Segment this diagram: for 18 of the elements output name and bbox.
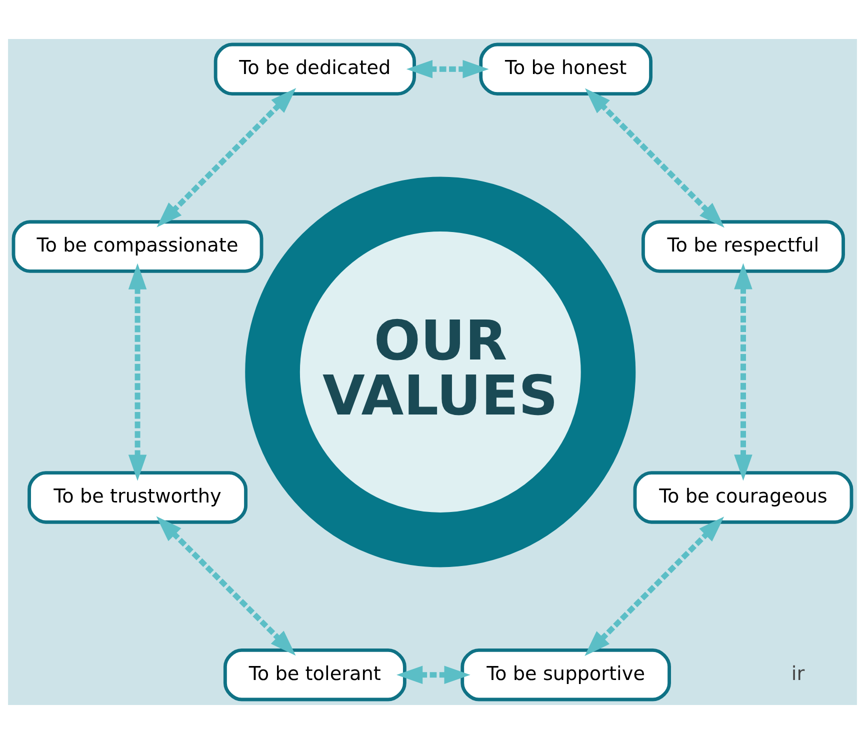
node-box: To be trustworthy — [28, 471, 248, 524]
node-box: To be dedicated — [214, 42, 416, 96]
arrow — [156, 88, 296, 228]
arrow — [584, 516, 724, 656]
node-box: To be supportive — [460, 648, 671, 702]
label: ir — [791, 662, 805, 685]
node-box: To be tolerant — [223, 648, 406, 702]
node-box: To be courageous — [633, 471, 854, 524]
node-box: To be honest — [479, 42, 652, 96]
arrow — [734, 263, 752, 481]
arrow — [584, 88, 724, 228]
node-box: To be respectful — [642, 220, 845, 273]
node-circle: OUR VALUES — [245, 176, 636, 568]
arrow — [156, 516, 296, 656]
arrow — [406, 60, 489, 78]
arrow — [128, 263, 147, 481]
arrow — [396, 666, 470, 684]
node-box: To be compassionate — [12, 220, 264, 273]
